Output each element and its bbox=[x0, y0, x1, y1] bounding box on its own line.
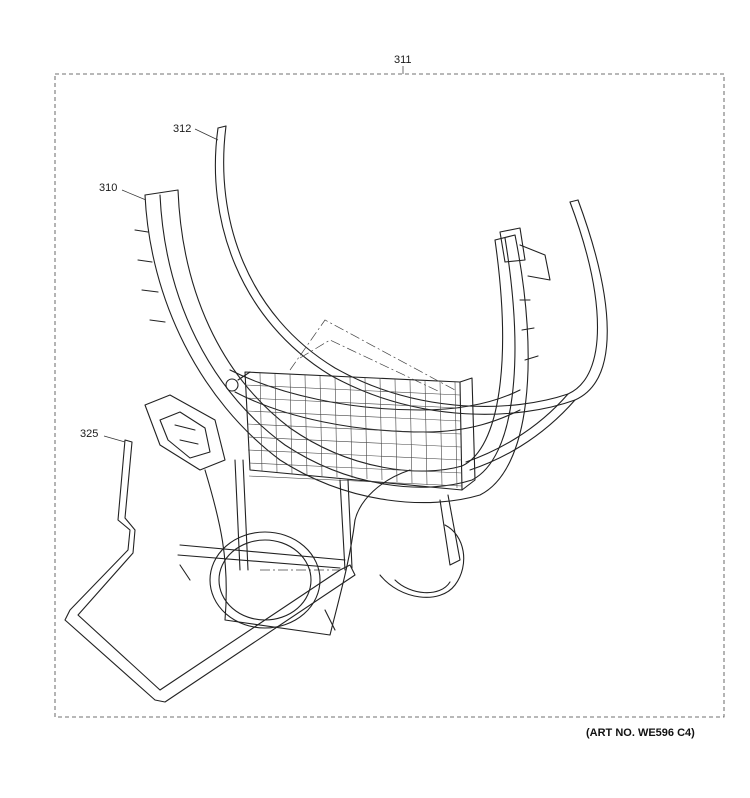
art-number: (ART NO. WE596 C4) bbox=[586, 727, 695, 739]
lower-housing bbox=[179, 469, 465, 636]
callout-312: 312 bbox=[173, 123, 192, 135]
lint-screen-grid bbox=[225, 371, 476, 491]
leader-312 bbox=[194, 128, 219, 141]
part-325-gasket-frame bbox=[64, 439, 461, 703]
callout-325: 325 bbox=[80, 428, 99, 440]
leader-325 bbox=[103, 435, 126, 443]
part-312-rim-seal bbox=[214, 125, 608, 471]
leader-310 bbox=[121, 189, 147, 201]
callout-311: 311 bbox=[394, 54, 412, 66]
rear-duct-cone bbox=[260, 319, 456, 571]
part-310-bulkhead-ring bbox=[134, 189, 551, 504]
assembly-boundary-311 bbox=[54, 73, 725, 718]
callout-310: 310 bbox=[99, 182, 118, 194]
